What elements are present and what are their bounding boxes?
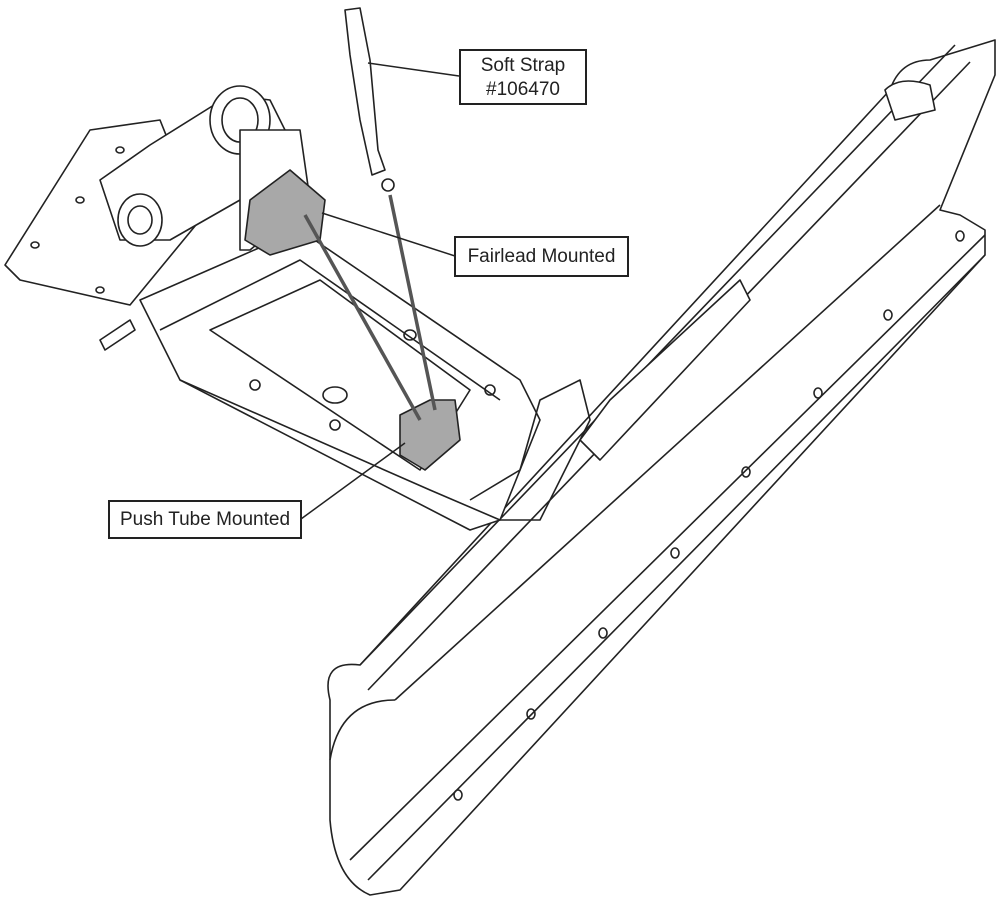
winch-mount [4,85,311,351]
push-tube-mounted-callout: Push Tube Mounted [108,500,302,539]
soft-strap [303,7,437,421]
soft-strap-part-number: #106470 [486,79,560,100]
soft-strap-label: Soft Strap [480,55,566,76]
soft-strap-callout: Soft Strap #106470 [459,49,587,105]
fairlead-mounted-label: Fairlead Mounted [467,246,616,267]
leader-lines [300,62,460,520]
plow-blade [327,39,996,896]
blade-holes [453,230,965,801]
push-tube-bracket [399,399,461,471]
push-tube-mounted-label: Push Tube Mounted [119,509,291,530]
fairlead-mounted-callout: Fairlead Mounted [454,236,629,277]
